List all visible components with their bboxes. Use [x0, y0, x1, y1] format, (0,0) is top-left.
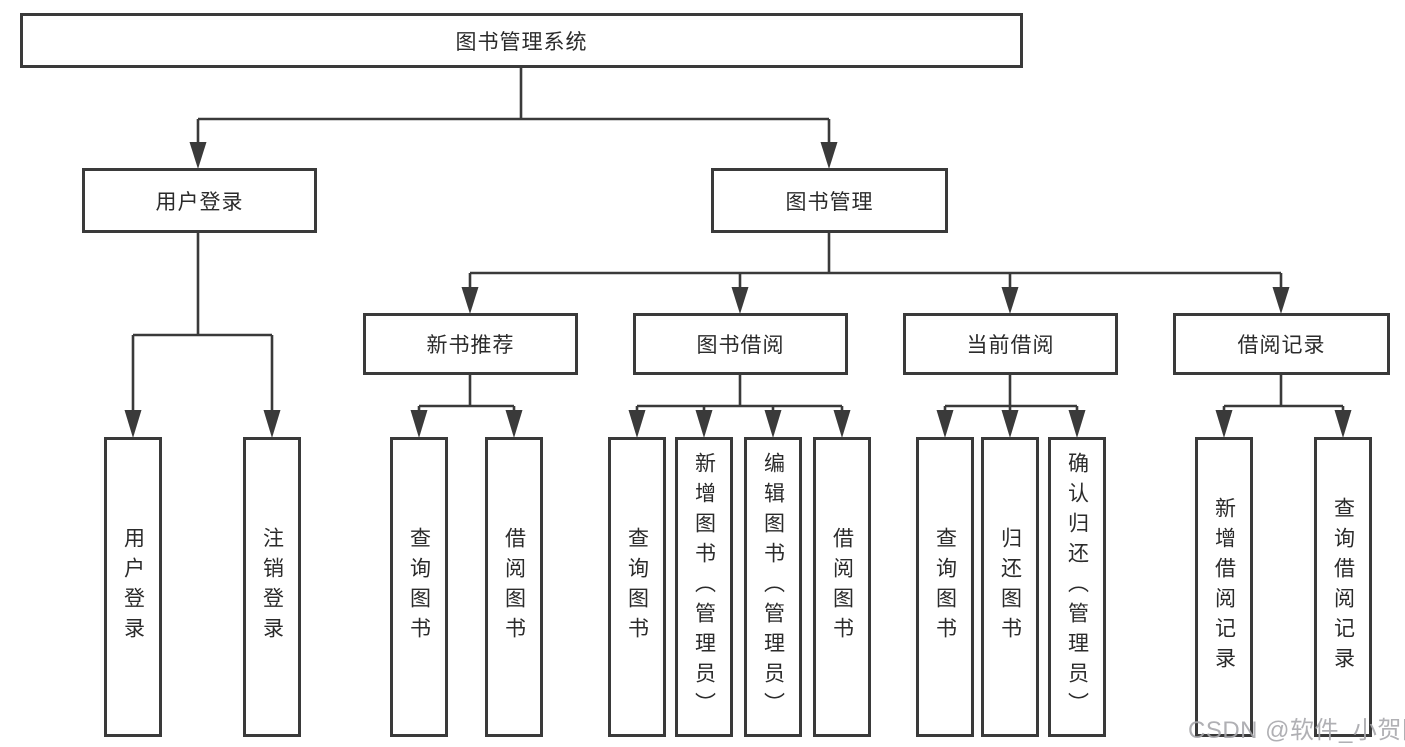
- leaf-label: 确认归还（管理员）: [1065, 452, 1089, 722]
- node-label: 图书借阅: [696, 334, 785, 357]
- leaf-label: 查询图书: [625, 527, 649, 647]
- leaf-label: 归还图书: [998, 527, 1022, 647]
- leaf-label: 借阅图书: [502, 527, 526, 647]
- leaf-add-books-admin: 新增图书（管理员）: [675, 437, 733, 737]
- node-library-management-system: 图书管理系统: [20, 13, 1023, 68]
- leaf-edit-books-admin: 编辑图书（管理员）: [744, 437, 802, 737]
- leaf-label: 新增图书（管理员）: [692, 452, 716, 722]
- csdn-watermark: CSDN @软件_小贺同学: [1188, 717, 1405, 744]
- connector-new-book-recommend-to-leaves: [410, 375, 523, 438]
- connector-root-to-level2: [189, 65, 838, 169]
- leaf-label: 借阅图书: [830, 527, 854, 647]
- leaf-logout: 注销登录: [243, 437, 301, 737]
- leaf-label: 查询借阅记录: [1331, 497, 1355, 677]
- node-label: 用户登录: [155, 190, 244, 214]
- leaf-query-books-borrowing: 查询图书: [608, 437, 666, 737]
- connector-user-login-to-leaves: [124, 233, 281, 438]
- leaf-query-books-recommend: 查询图书: [390, 437, 448, 737]
- leaf-label: 编辑图书（管理员）: [761, 452, 785, 722]
- node-new-book-recommend: 新书推荐: [363, 313, 578, 375]
- leaf-add-borrow-record: 新增借阅记录: [1195, 437, 1253, 737]
- connector-borrowing-records-to-leaves: [1215, 375, 1352, 438]
- node-label: 图书管理: [785, 190, 874, 214]
- connector-current-borrowing-to-leaves: [936, 375, 1086, 438]
- leaf-query-books-current: 查询图书: [916, 437, 974, 737]
- node-book-management: 图书管理: [711, 168, 948, 233]
- node-user-login: 用户登录: [82, 168, 317, 233]
- node-label: 当前借阅: [966, 334, 1055, 357]
- leaf-user-login: 用户登录: [104, 437, 162, 737]
- leaf-borrow-books-recommend: 借阅图书: [485, 437, 543, 737]
- node-label: 新书推荐: [426, 334, 515, 357]
- leaf-label: 注销登录: [260, 527, 284, 647]
- node-label: 借阅记录: [1237, 334, 1326, 357]
- connector-book-management-to-level3: [461, 233, 1290, 314]
- connector-book-borrowing-to-leaves: [628, 375, 851, 438]
- leaf-borrow-books: 借阅图书: [813, 437, 871, 737]
- node-borrowing-records: 借阅记录: [1173, 313, 1390, 375]
- leaf-label: 查询图书: [933, 527, 957, 647]
- node-label: 图书管理系统: [455, 30, 588, 54]
- leaf-label: 新增借阅记录: [1212, 497, 1236, 677]
- node-current-borrowing: 当前借阅: [903, 313, 1118, 375]
- leaf-label: 用户登录: [121, 527, 145, 647]
- leaf-query-borrow-record: 查询借阅记录: [1314, 437, 1372, 737]
- leaf-confirm-return-admin: 确认归还（管理员）: [1048, 437, 1106, 737]
- node-book-borrowing: 图书借阅: [633, 313, 848, 375]
- leaf-return-books: 归还图书: [981, 437, 1039, 737]
- leaf-label: 查询图书: [407, 527, 431, 647]
